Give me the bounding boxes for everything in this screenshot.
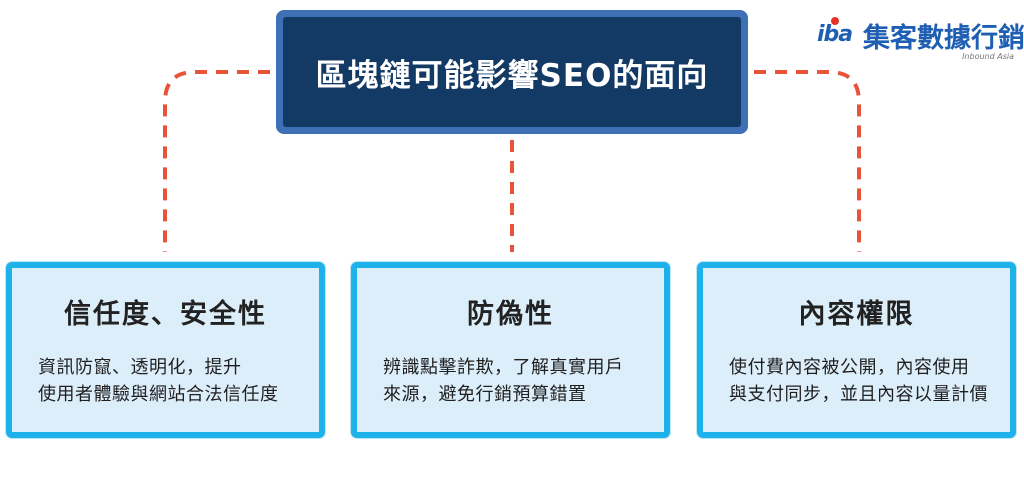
- card-description: 使付費內容被公開，內容使用 與支付同步，並且內容以量計價: [729, 354, 996, 408]
- logo-name: 集客數據行銷: [863, 23, 1024, 54]
- card-description: 辨識點擊詐欺，了解真實用戶 來源，避免行銷預算錯置: [383, 354, 650, 408]
- root-node: 區塊鏈可能影響SEO的面向: [276, 10, 748, 134]
- card-anti-counterfeit: 防偽性 辨識點擊詐欺，了解真實用戶 來源，避免行銷預算錯置: [351, 262, 670, 438]
- card-description: 資訊防竄、透明化，提升 使用者體驗與網站合法信任度: [38, 354, 305, 408]
- card-content-rights: 內容權限 使付費內容被公開，內容使用 與支付同步，並且內容以量計價: [697, 262, 1016, 438]
- logo-subtitle: Inbound Asia: [962, 52, 1014, 61]
- card-description-line: 辨識點擊詐欺，了解真實用戶: [383, 357, 624, 378]
- card-title: 信任度、安全性: [64, 299, 267, 330]
- card-description-line: 使用者體驗與網站合法信任度: [38, 384, 279, 405]
- card-description-line: 與支付同步，並且內容以量計價: [729, 384, 988, 405]
- root-title: 區塊鏈可能影響SEO的面向: [283, 17, 741, 127]
- logo-dot-icon: [831, 17, 839, 25]
- card-description-line: 資訊防竄、透明化，提升: [38, 357, 242, 378]
- logo-mark: iba: [817, 22, 853, 47]
- card-trust-security: 信任度、安全性 資訊防竄、透明化，提升 使用者體驗與網站合法信任度: [6, 262, 325, 438]
- brand-logo: iba 集客數據行銷 Inbound Asia: [817, 14, 1024, 66]
- connector-right: [754, 70, 861, 252]
- card-description-line: 來源，避免行銷預算錯置: [383, 384, 587, 405]
- connector-left: [163, 70, 270, 252]
- card-title: 防偽性: [467, 299, 554, 330]
- card-title: 內容權限: [798, 299, 915, 330]
- card-description-line: 使付費內容被公開，內容使用: [729, 357, 970, 378]
